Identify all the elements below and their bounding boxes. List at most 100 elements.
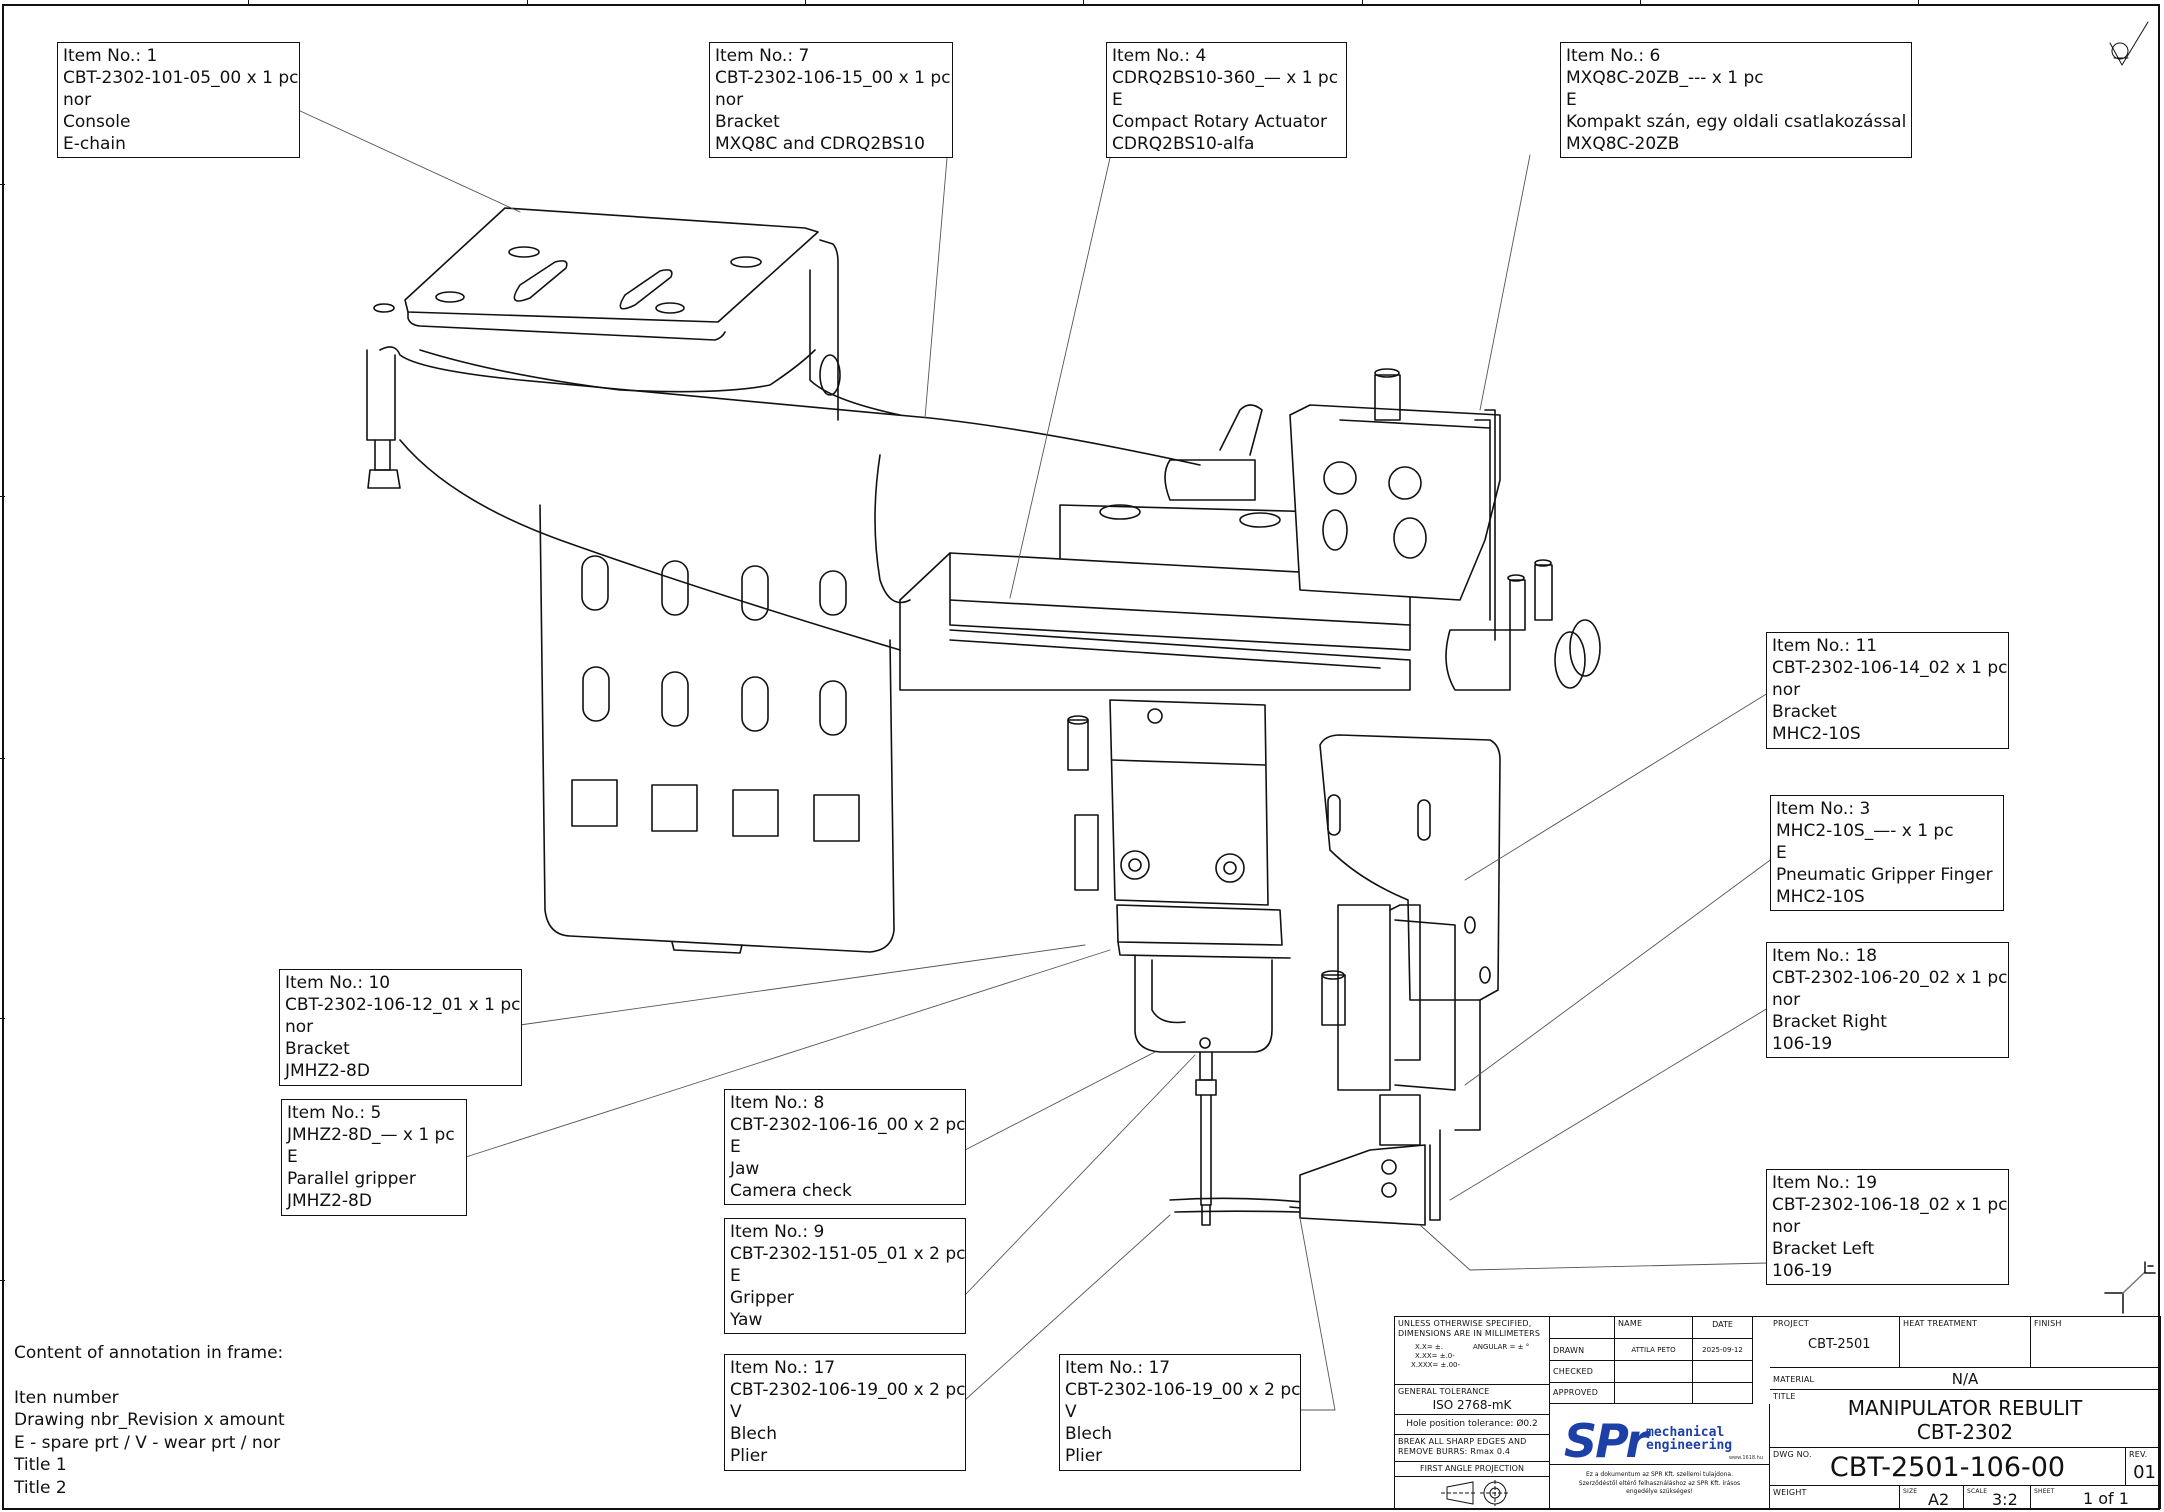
general-tolerance-label: GENERAL TOLERANCE xyxy=(1398,1387,1490,1396)
callout-item-number: Item No.: 17 xyxy=(730,1358,836,1378)
drawn-label-cell: DRAWN xyxy=(1550,1339,1615,1361)
zone-tick xyxy=(0,184,5,185)
callout-part-type: nor xyxy=(1772,990,1801,1010)
legend-line: E - spare prt / V - wear prt / nor xyxy=(14,1432,281,1453)
callout-title-1: Jaw xyxy=(730,1159,760,1179)
callout-part-type: nor xyxy=(63,90,92,110)
zone-tick xyxy=(1362,0,1363,5)
callout-title-2: Yaw xyxy=(730,1310,763,1330)
callout-title-1: Gripper xyxy=(730,1288,794,1308)
material-value: N/A xyxy=(1951,1370,1979,1388)
callout-item-18: Item No.: 18 CBT-2302-106-20_02 x 1 pc n… xyxy=(1766,942,2009,1058)
callout-item-number: Item No.: 17 xyxy=(1065,1358,1171,1378)
zone-tick xyxy=(1640,0,1641,5)
callout-drawing-number: CBT-2302-106-18_02 x 1 pc xyxy=(1772,1195,2008,1215)
callout-title-2: MHC2-10S xyxy=(1776,887,1865,907)
callout-title-2: JMHZ2-8D xyxy=(287,1191,372,1211)
size-label: SIZE xyxy=(1903,1488,1918,1495)
callout-item-17: Item No.: 17 CBT-2302-106-19_00 x 2 pc V… xyxy=(724,1354,966,1471)
title-block: UNLESS OTHERWISE SPECIFIED, DIMENSIONS A… xyxy=(1394,1316,2161,1509)
spr-logo-mark: SPr xyxy=(1564,1414,1648,1465)
material-cell: MATERIAL N/A xyxy=(1770,1368,2161,1390)
drawing-subtitle: CBT-2302 xyxy=(1916,1420,2014,1444)
dwg-number-value: CBT-2501-106-00 xyxy=(1829,1452,2066,1483)
callout-title-1: Kompakt szán, egy oldali csatlakozással xyxy=(1566,112,1907,132)
callout-drawing-number: MXQ8C-20ZB_--- x 1 pc xyxy=(1566,68,1764,88)
callout-item-5: Item No.: 5 JMHZ2-8D_— x 1 pc E Parallel… xyxy=(281,1099,467,1216)
callout-drawing-number: JMHZ2-8D_— x 1 pc xyxy=(287,1125,455,1145)
callout-drawing-number: CDRQ2BS10-360_— x 1 pc xyxy=(1112,68,1339,88)
project-cell: PROJECT CBT-2501 xyxy=(1770,1317,1900,1368)
ownership-line: engedélye szükséges! xyxy=(1626,1488,1693,1495)
edges-note-line: BREAK ALL SHARP EDGES AND xyxy=(1398,1437,1527,1446)
callout-title-1: Blech xyxy=(1065,1424,1112,1444)
general-tolerance-value: ISO 2768-mK xyxy=(1432,1398,1512,1412)
callout-title-2: Plier xyxy=(1065,1446,1103,1466)
drawn-date: 2025-09-12 xyxy=(1702,1346,1743,1354)
title-cell: TITLE MANIPULATOR REBULIT CBT-2302 xyxy=(1770,1390,2161,1448)
callout-item-19: Item No.: 19 CBT-2302-106-18_02 x 1 pc n… xyxy=(1766,1169,2009,1285)
zone-tick xyxy=(805,0,806,5)
callout-part-type: V xyxy=(1065,1402,1077,1422)
dwg-number-label: DWG NO. xyxy=(1773,1450,1812,1459)
legend-line: Title 2 xyxy=(14,1477,67,1498)
tolerance-angular: ANGULAR = ± ° xyxy=(1473,1343,1530,1351)
logo-url: www.1618.hu xyxy=(1728,1455,1763,1461)
callout-item-number: Item No.: 11 xyxy=(1772,636,1878,656)
drawn-label: DRAWN xyxy=(1553,1346,1585,1355)
callout-title-2: MXQ8C-20ZB xyxy=(1566,134,1680,154)
callout-part-type: nor xyxy=(1772,1217,1801,1237)
callout-title-1: Bracket xyxy=(715,112,780,132)
callout-title-1: Compact Rotary Actuator xyxy=(1112,112,1328,132)
callout-title-2: MXQ8C and CDRQ2BS10 xyxy=(715,134,925,154)
approved-label-cell: APPROVED xyxy=(1550,1383,1615,1404)
sheet-label: SHEET xyxy=(2034,1488,2055,1495)
console-part xyxy=(366,207,1201,651)
callout-part-type: nor xyxy=(285,1017,314,1037)
callout-item-number: Item No.: 4 xyxy=(1112,46,1207,66)
zone-tick xyxy=(527,0,528,5)
sig-header-blank xyxy=(1550,1317,1615,1339)
units-note: DIMENSIONS ARE IN MILLIMETERS xyxy=(1398,1329,1541,1338)
callout-item-6: Item No.: 6 MXQ8C-20ZB_--- x 1 pc E Komp… xyxy=(1560,42,1912,158)
heat-treatment-label: HEAT TREATMENT xyxy=(1903,1319,1978,1328)
heat-treatment-cell: HEAT TREATMENT xyxy=(1900,1317,2031,1368)
callout-item-number: Item No.: 3 xyxy=(1776,799,1871,819)
sheet-cell: SHEET 1 of 1 xyxy=(2031,1486,2161,1509)
dwg-number-cell: DWG NO. CBT-2501-106-00 xyxy=(1770,1448,2126,1486)
general-tolerance: GENERAL TOLERANCE ISO 2768-mK xyxy=(1395,1385,1550,1415)
callout-item-3: Item No.: 3 MHC2-10S_—- x 1 pc E Pneumat… xyxy=(1770,795,2004,911)
revision-label: REV. xyxy=(2129,1450,2148,1459)
finish-label: FINISH xyxy=(2034,1319,2062,1328)
hole-tolerance: Hole position tolerance: Ø0.2 xyxy=(1395,1415,1550,1435)
callout-item-9: Item No.: 9 CBT-2302-151-05_01 x 2 pc E … xyxy=(724,1218,966,1334)
callout-item-number: Item No.: 10 xyxy=(285,973,391,993)
callout-title-2: E-chain xyxy=(63,134,126,154)
slide-table-part xyxy=(899,404,1601,691)
legend-line: Drawing nbr_Revision x amount xyxy=(14,1410,285,1430)
scale-cell: SCALE 3:2 xyxy=(1964,1486,2031,1509)
callout-title-2: JMHZ2-8D xyxy=(285,1061,370,1081)
callout-item-10: Item No.: 10 CBT-2302-106-12_01 x 1 pc n… xyxy=(279,969,522,1086)
approved-name-cell xyxy=(1615,1383,1693,1404)
zone-tick xyxy=(248,0,249,5)
ownership-line: Szerződéstől eltérő felhasználáshoz az S… xyxy=(1578,1479,1741,1487)
zone-tick xyxy=(0,1280,5,1281)
legend-line: Title 1 xyxy=(14,1455,67,1475)
approved-date-cell xyxy=(1693,1383,1753,1404)
logo-wordmark: mechanical engineering xyxy=(1646,1426,1732,1452)
sheet-value: 1 of 1 xyxy=(2083,1489,2129,1508)
zone-tick xyxy=(0,1018,5,1019)
zone-tick xyxy=(1083,0,1084,5)
first-angle-projection-icon xyxy=(1441,1480,1510,1506)
callout-item-1: Item No.: 1 CBT-2302-101-05_00 x 1 pc no… xyxy=(57,42,300,158)
tolerance-x2: X.XX= ±.0- xyxy=(1415,1352,1455,1360)
ownership-line: Ez a dokumentum az SPR Kft. szellemi tul… xyxy=(1585,1471,1734,1478)
projection-symbol-cell xyxy=(1395,1477,1550,1509)
hole-tolerance-text: Hole position tolerance: Ø0.2 xyxy=(1406,1419,1538,1429)
material-label: MATERIAL xyxy=(1773,1375,1815,1384)
zone-tick xyxy=(0,758,5,759)
callout-drawing-number: CBT-2302-106-19_00 x 2 pc xyxy=(730,1380,966,1400)
title-label: TITLE xyxy=(1773,1392,1796,1401)
